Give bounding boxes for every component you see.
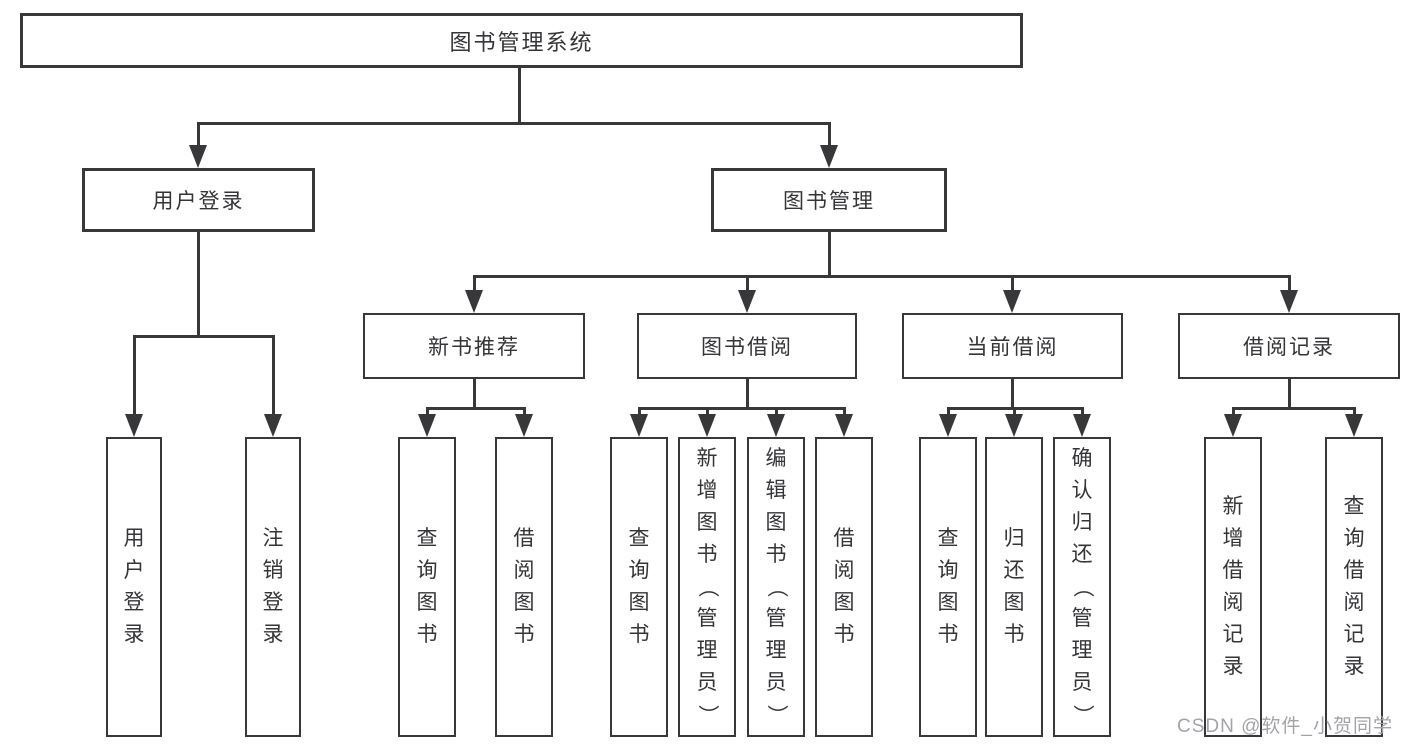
connector-line — [1288, 379, 1291, 407]
arrowhead-down-icon — [125, 414, 143, 437]
connector-line — [706, 407, 709, 416]
connector-line — [523, 407, 526, 416]
arrowhead-down-icon — [1003, 290, 1021, 313]
leaf-query-books-current: 查询图书 — [919, 437, 977, 737]
leaf-add-book-admin: 新增图书（管理员） — [678, 437, 736, 737]
connector-line — [775, 407, 778, 416]
leaf-query-books-recommend-label: 查询图书 — [416, 527, 438, 646]
connector-line — [638, 407, 641, 416]
node-current-borrowing: 当前借阅 — [902, 313, 1123, 379]
connector-line — [947, 407, 950, 416]
leaf-query-borrow-record-label: 查询借阅记录 — [1343, 495, 1365, 678]
connector-line — [843, 407, 846, 416]
node-root: 图书管理系统 — [20, 13, 1023, 68]
arrowhead-down-icon — [820, 145, 838, 168]
arrowhead-down-icon — [939, 414, 957, 437]
connector-line — [1232, 407, 1235, 416]
leaf-confirm-return-admin: 确认归还（管理员） — [1053, 437, 1111, 737]
connector-line — [197, 122, 200, 147]
connector-root-stem — [518, 68, 521, 122]
leaf-add-borrow-record-label: 新增借阅记录 — [1222, 495, 1244, 678]
node-new-book-recommend-label: 新书推荐 — [428, 336, 520, 359]
leaf-add-book-admin-label: 新增图书（管理员） — [696, 447, 719, 726]
connector-line — [1232, 407, 1355, 410]
leaf-query-books-borrowing-label: 查询图书 — [628, 527, 650, 646]
leaf-return-books-label: 归还图书 — [1003, 527, 1025, 646]
arrowhead-down-icon — [264, 414, 282, 437]
csdn-watermark: CSDN @软件_小贺同学 — [1177, 716, 1393, 737]
connector-level2-hline — [197, 122, 831, 125]
node-current-borrowing-label: 当前借阅 — [966, 336, 1059, 359]
connector-line — [1353, 407, 1356, 416]
connector-line — [746, 379, 749, 407]
node-book-management-label: 图书管理 — [783, 190, 875, 213]
leaf-edit-book-admin-label: 编辑图书（管理员） — [765, 447, 788, 726]
leaf-query-books-current-label: 查询图书 — [937, 527, 959, 646]
leaf-edit-book-admin: 编辑图书（管理员） — [747, 437, 805, 737]
connector-user-login-stem — [197, 232, 200, 335]
arrowhead-down-icon — [1345, 414, 1363, 437]
leaf-borrow-books-borrowing: 借阅图书 — [815, 437, 873, 737]
node-book-management: 图书管理 — [711, 168, 947, 232]
connector-line — [473, 379, 476, 407]
leaf-return-books: 归还图书 — [985, 437, 1043, 737]
arrowhead-down-icon — [738, 290, 756, 313]
connector-line — [426, 407, 429, 416]
leaf-add-borrow-record: 新增借阅记录 — [1204, 437, 1262, 737]
leaf-query-books-recommend: 查询图书 — [398, 437, 456, 737]
connector-line — [1011, 379, 1014, 407]
leaf-borrow-books-borrowing-label: 借阅图书 — [833, 527, 855, 646]
node-book-borrowing-label: 图书借阅 — [701, 336, 793, 359]
connector-line — [828, 122, 831, 147]
leaf-logout: 注销登录 — [245, 437, 301, 737]
leaf-borrow-books-recommend: 借阅图书 — [495, 437, 553, 737]
connector-line — [1081, 407, 1084, 416]
node-book-borrowing: 图书借阅 — [637, 313, 857, 379]
arrowhead-down-icon — [1005, 414, 1023, 437]
arrowhead-down-icon — [189, 145, 207, 168]
connector-book-management-stem — [828, 232, 831, 275]
connector-line — [133, 335, 275, 338]
connector-line — [746, 275, 749, 292]
arrowhead-down-icon — [418, 414, 436, 437]
leaf-query-borrow-record: 查询借阅记录 — [1325, 437, 1383, 737]
node-root-label: 图书管理系统 — [449, 29, 594, 55]
node-user-login-label: 用户登录 — [152, 190, 245, 213]
arrowhead-down-icon — [465, 290, 483, 313]
node-new-book-recommend: 新书推荐 — [363, 313, 585, 379]
connector-line — [1288, 275, 1291, 292]
arrowhead-down-icon — [698, 414, 716, 437]
arrowhead-down-icon — [767, 414, 785, 437]
leaf-user-login-label: 用户登录 — [123, 527, 145, 646]
connector-line — [133, 335, 136, 416]
connector-line — [272, 335, 275, 416]
connector-line — [638, 407, 846, 410]
arrowhead-down-icon — [835, 414, 853, 437]
arrowhead-down-icon — [1073, 414, 1091, 437]
leaf-confirm-return-admin-label: 确认归还（管理员） — [1071, 447, 1094, 726]
node-user-login: 用户登录 — [82, 168, 315, 232]
arrowhead-down-icon — [515, 414, 533, 437]
connector-level3-hline — [473, 275, 1291, 278]
arrowhead-down-icon — [1280, 290, 1298, 313]
leaf-user-login: 用户登录 — [106, 437, 162, 737]
leaf-borrow-books-recommend-label: 借阅图书 — [513, 527, 535, 646]
connector-line — [426, 407, 526, 410]
leaf-logout-label: 注销登录 — [262, 527, 284, 646]
arrowhead-down-icon — [1224, 414, 1242, 437]
arrowhead-down-icon — [630, 414, 648, 437]
node-borrowing-records-label: 借阅记录 — [1243, 336, 1335, 359]
connector-line — [473, 275, 476, 292]
leaf-query-books-borrowing: 查询图书 — [610, 437, 668, 737]
node-borrowing-records: 借阅记录 — [1178, 313, 1400, 379]
connector-line — [1013, 407, 1016, 416]
connector-line — [1011, 275, 1014, 292]
